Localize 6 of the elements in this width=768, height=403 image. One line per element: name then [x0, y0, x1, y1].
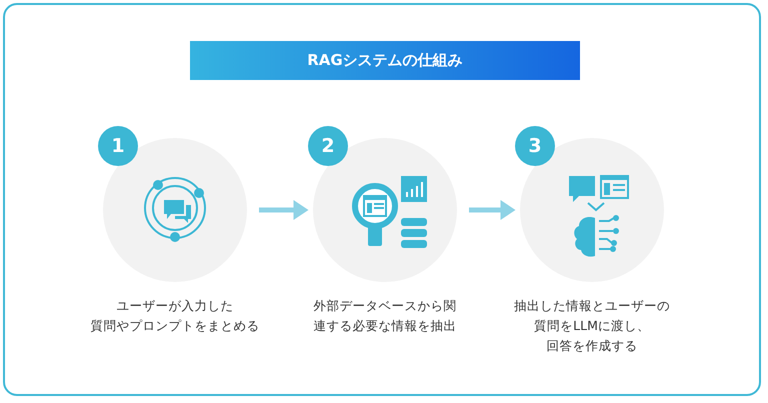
title-banner: RAGシステムの仕組み — [190, 41, 580, 80]
arrow — [469, 200, 516, 220]
step-description: 抽出した情報とユーザーの質問をLLMに渡し、回答を作成する — [513, 297, 671, 355]
step-description: 外部データベースから関連する必要な情報を抽出 — [312, 297, 458, 335]
arrow — [259, 200, 308, 220]
step-description: ユーザーが入力した質問やプロンプトをまとめる — [90, 297, 260, 335]
